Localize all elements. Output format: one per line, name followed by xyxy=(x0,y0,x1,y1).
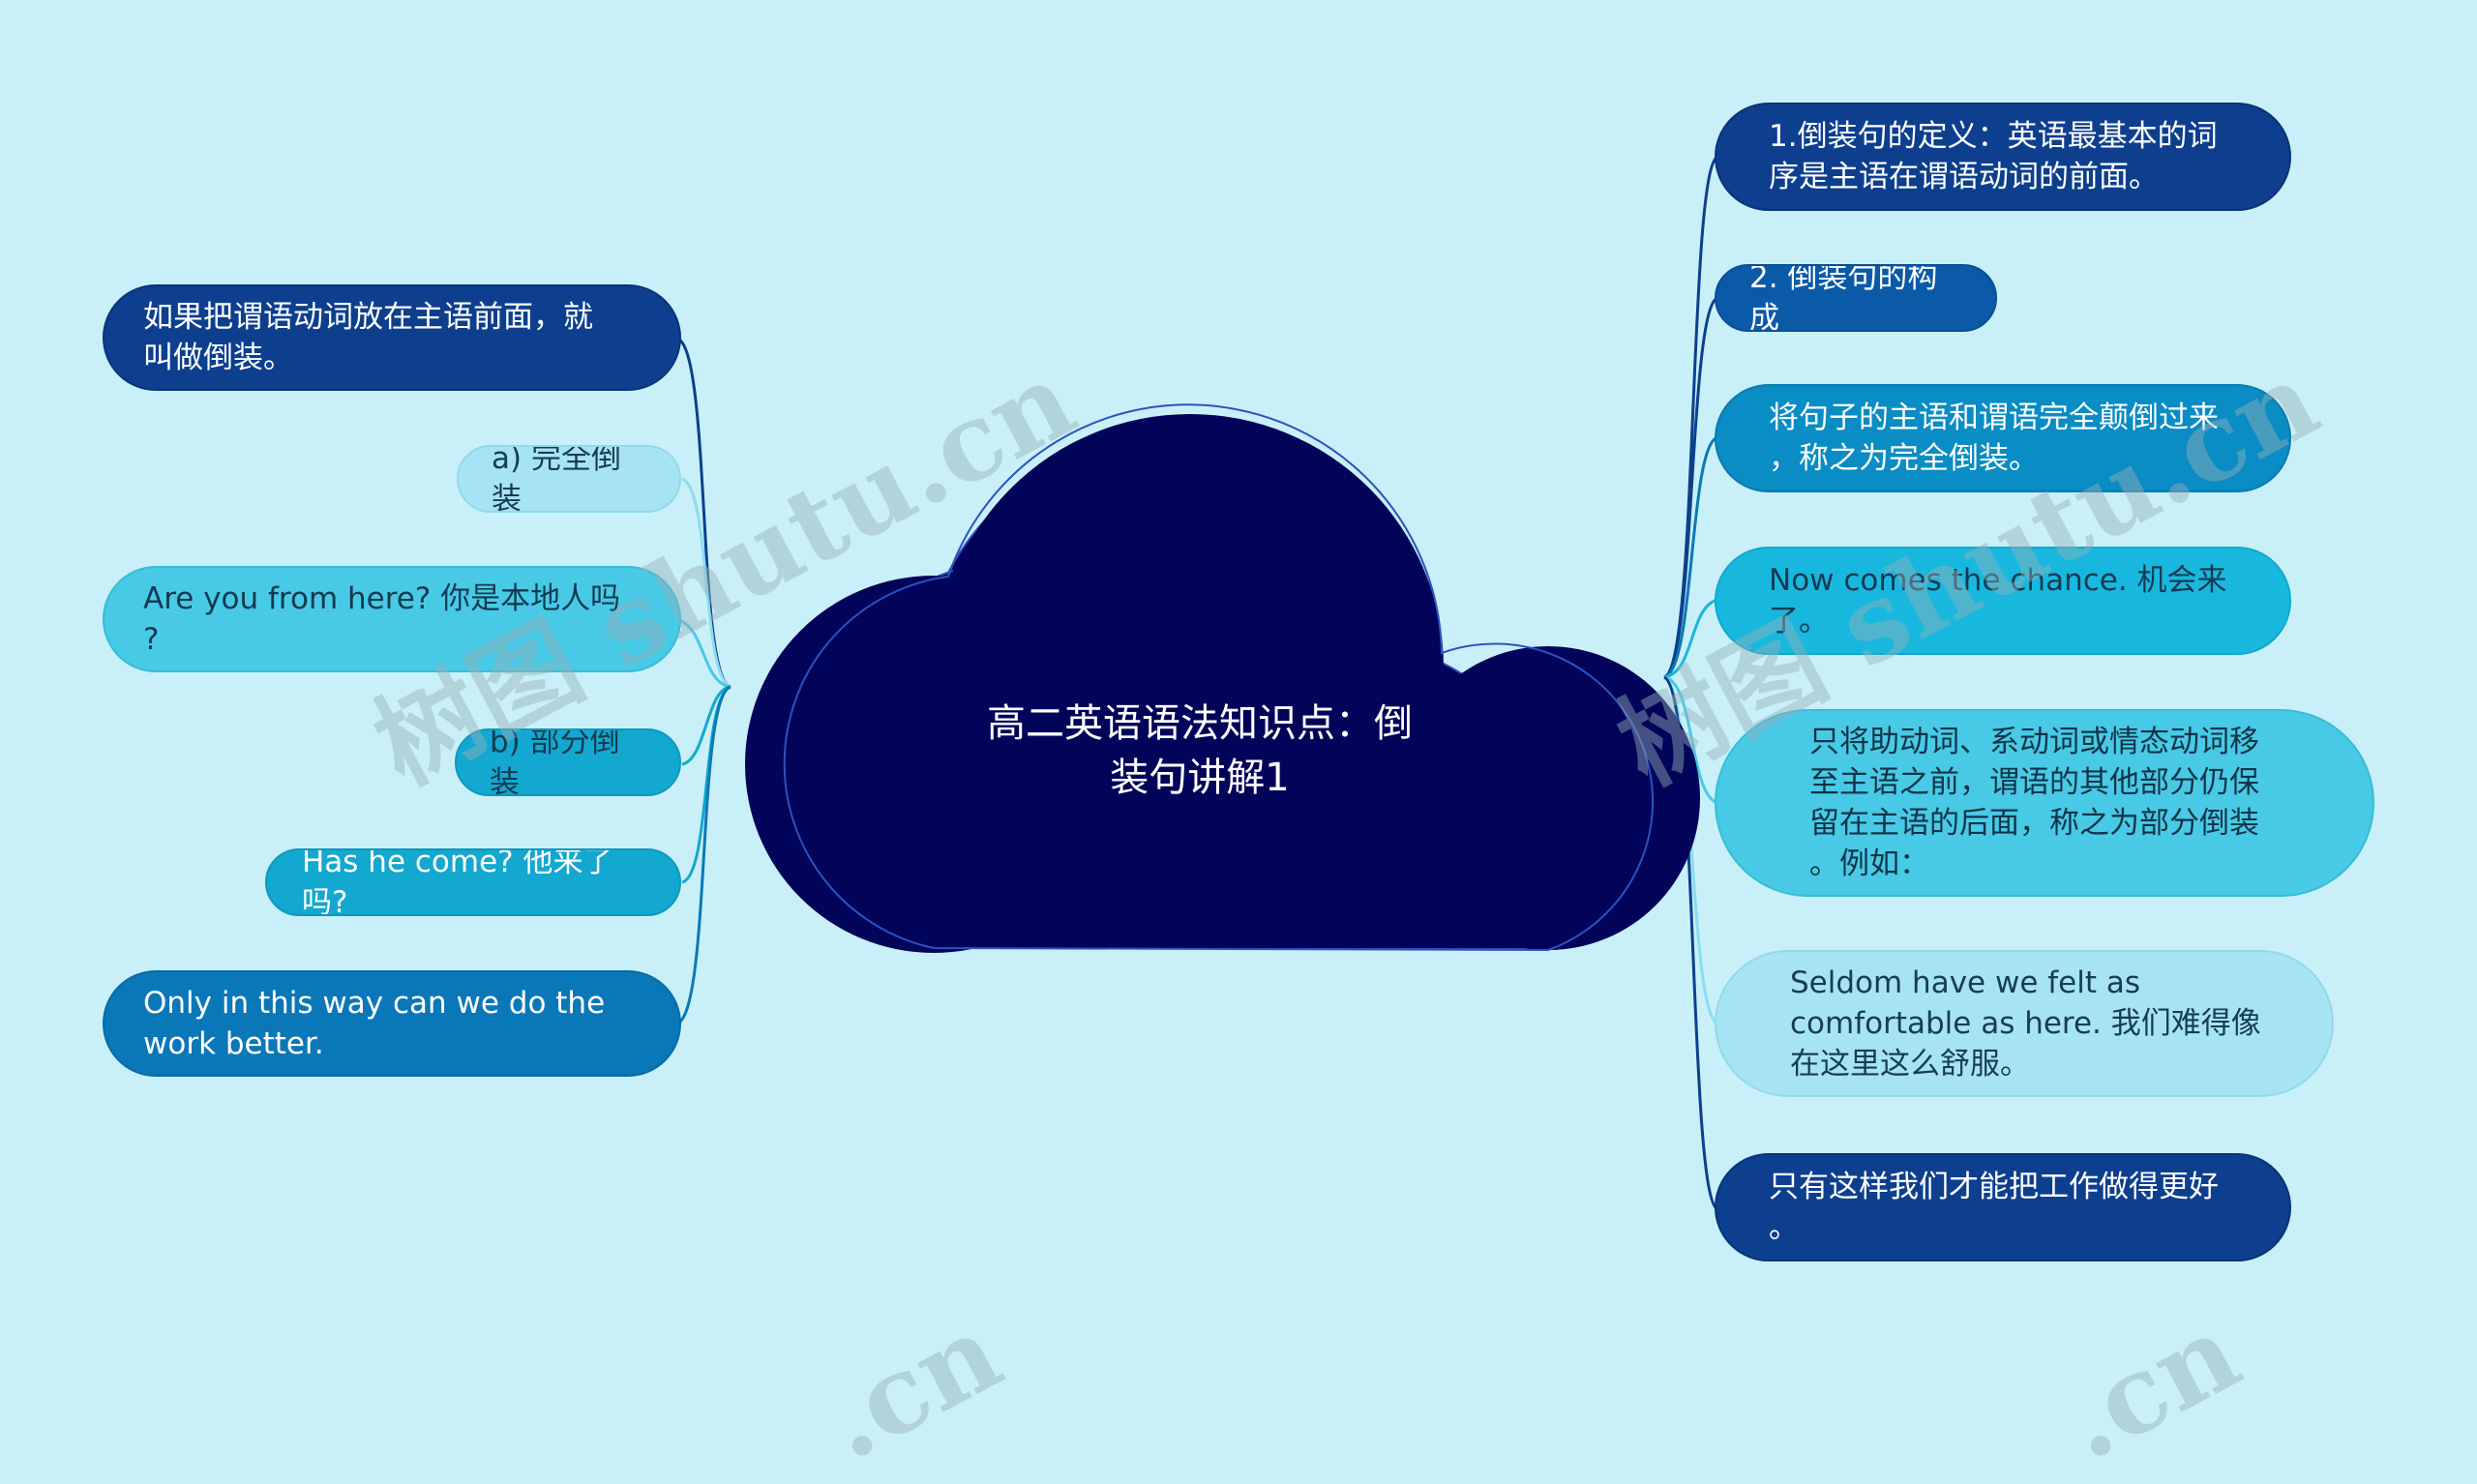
node-example-are-you-from-here[interactable]: Are you from here? 你是本地人吗 ? xyxy=(103,566,681,672)
connector-r3 xyxy=(1663,435,1718,679)
cloud-base xyxy=(934,677,1563,948)
node-full-inversion-label[interactable]: a) 完全倒装 xyxy=(457,445,681,513)
node-text: 只有这样我们才能把工作做得更好 。 xyxy=(1769,1170,2219,1245)
connector-r5 xyxy=(1663,675,1718,805)
central-topic[interactable]: 高二英语语法知识点：倒 装句讲解1 xyxy=(987,701,1413,800)
left-connectors xyxy=(676,337,731,1025)
connector-l6 xyxy=(676,685,731,1025)
node-text: 2. 倒装句的构成 xyxy=(1749,264,1938,332)
connector-l5 xyxy=(681,685,731,884)
node-text: Now comes the chance. 机会来 了。 xyxy=(1769,563,2227,638)
node-partial-inversion-definition[interactable]: 只将助动词、系动词或情态动词移 至主语之前，谓语的其他部分仍保 留在主语的后面，… xyxy=(1715,709,2374,897)
node-text: 只将助动词、系动词或情态动词移 至主语之前，谓语的其他部分仍保 留在主语的后面，… xyxy=(1809,725,2259,881)
connector-r1 xyxy=(1663,155,1719,679)
connector-l4 xyxy=(681,685,731,766)
node-example-only-in-this-way[interactable]: Only in this way can we do the work bett… xyxy=(103,970,681,1077)
connector-r7 xyxy=(1663,675,1719,1211)
connector-r2 xyxy=(1663,296,1718,679)
node-text: 1.倒装句的定义：英语最基本的词 序是主语在谓语动词的前面。 xyxy=(1769,119,2218,194)
node-definition-word-order[interactable]: 1.倒装句的定义：英语最基本的词 序是主语在谓语动词的前面。 xyxy=(1715,103,2291,211)
mind-map-canvas xyxy=(676,155,1719,1211)
node-example-now-comes-the-chance[interactable]: Now comes the chance. 机会来 了。 xyxy=(1715,547,2291,655)
node-inversion-definition-left[interactable]: 如果把谓语动词放在主语前面，就 叫做倒装。 xyxy=(103,284,681,391)
cloud-outline xyxy=(783,403,1655,952)
node-text: 将句子的主语和谓语完全颠倒过来 ，称之为完全倒装。 xyxy=(1769,401,2219,476)
node-text: Has he come? 他来了吗? xyxy=(302,848,613,916)
node-example-has-he-come[interactable]: Has he come? 他来了吗? xyxy=(265,848,681,916)
node-full-inversion-definition[interactable]: 将句子的主语和谓语完全颠倒过来 ，称之为完全倒装。 xyxy=(1715,384,2291,492)
connector-l2 xyxy=(681,477,731,689)
node-only-this-way-translation[interactable]: 只有这样我们才能把工作做得更好 。 xyxy=(1715,1153,2291,1261)
node-text: Are you from here? 你是本地人吗 ? xyxy=(143,581,621,657)
center-cloud xyxy=(745,403,1700,953)
node-partial-inversion-label[interactable]: b) 部分倒装 xyxy=(455,728,681,796)
right-connectors xyxy=(1663,155,1719,1211)
node-text: 如果把谓语动词放在主语前面，就 叫做倒装。 xyxy=(143,300,593,375)
node-example-seldom-have-we-felt[interactable]: Seldom have we felt as comfortable as he… xyxy=(1715,950,2334,1097)
connector-r4 xyxy=(1663,598,1718,679)
node-inversion-structure[interactable]: 2. 倒装句的构成 xyxy=(1715,264,1997,332)
node-text: Only in this way can we do the work bett… xyxy=(143,986,606,1061)
node-text: b) 部分倒装 xyxy=(490,728,620,796)
node-text: Seldom have we felt as comfortable as he… xyxy=(1790,965,2261,1082)
node-text: a) 完全倒装 xyxy=(492,445,621,513)
connector-l3 xyxy=(676,617,731,689)
